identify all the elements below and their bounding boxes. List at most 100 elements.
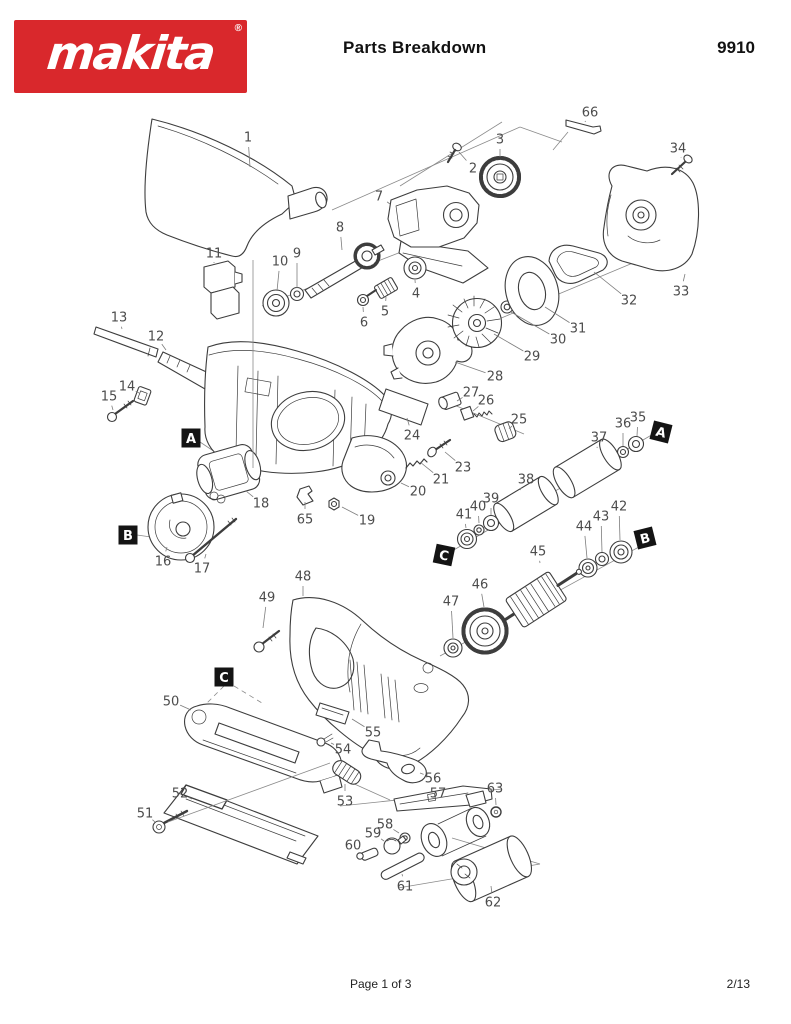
part-washer-9	[289, 286, 305, 302]
leader-line-54	[330, 742, 335, 745]
leader-line-25	[508, 425, 513, 430]
part-number-label-7: 7	[375, 190, 383, 205]
part-roller-62	[450, 835, 533, 903]
part-bearing-44	[578, 558, 598, 578]
part-screw-23	[427, 438, 452, 458]
part-brush-cap-25	[494, 421, 517, 443]
leader-line-55	[351, 718, 365, 728]
part-number-label-60: 60	[345, 839, 362, 854]
part-number-label-24: 24	[404, 429, 421, 444]
leader-line-56	[419, 772, 424, 775]
part-washer-35	[627, 435, 645, 453]
part-number-label-2: 2	[469, 162, 477, 177]
leader-line-13	[121, 326, 123, 330]
part-number-label-48: 48	[295, 570, 312, 585]
part-number-label-36: 36	[615, 417, 632, 432]
leader-line-41	[465, 523, 467, 529]
part-sheet-52	[163, 784, 319, 865]
part-number-label-29: 29	[524, 350, 541, 365]
part-baffle-31	[504, 256, 560, 326]
part-bearing-41	[456, 528, 478, 550]
leader-line-31	[544, 306, 570, 323]
assembly-marker-B: B	[118, 525, 138, 545]
part-rod-61	[380, 852, 425, 880]
leader-line-7	[386, 201, 391, 205]
svg-text:C: C	[438, 548, 450, 565]
leader-line-43	[600, 525, 603, 553]
part-number-label-14: 14	[119, 380, 136, 395]
leader-line-50	[179, 704, 192, 711]
part-number-label-34: 34	[670, 142, 687, 157]
part-number-label-43: 43	[593, 510, 610, 525]
part-number-label-23: 23	[455, 461, 472, 476]
part-strain-relief-14	[133, 386, 152, 406]
assembly-marker-C: C	[432, 543, 456, 567]
part-number-label-65: 65	[297, 513, 314, 528]
part-number-label-45: 45	[530, 545, 547, 560]
part-number-label-5: 5	[381, 305, 389, 320]
part-number-label-41: 41	[456, 508, 473, 523]
part-gear-3	[478, 155, 522, 199]
part-number-label-10: 10	[272, 255, 289, 270]
assembly-marker-A: A	[181, 428, 201, 448]
part-bar-66	[565, 119, 602, 135]
leader-line-47	[451, 610, 454, 639]
leader-line-58	[393, 829, 400, 834]
part-number-label-28: 28	[487, 370, 504, 385]
leader-line-62	[490, 885, 493, 893]
part-belt-32	[548, 244, 608, 284]
part-number-label-47: 47	[443, 595, 460, 610]
part-number-label-49: 49	[259, 591, 276, 606]
part-screw-54	[316, 733, 334, 747]
leader-line-20	[400, 482, 410, 488]
part-bearing-4	[403, 256, 427, 280]
part-number-label-54: 54	[335, 743, 352, 758]
part-number-label-25: 25	[511, 413, 528, 428]
part-number-label-6: 6	[360, 316, 368, 331]
part-plate-55	[315, 702, 350, 725]
part-base-50	[184, 703, 343, 794]
leader-line-29	[493, 333, 524, 352]
parts-artwork	[93, 118, 700, 903]
leader-line-1	[248, 146, 251, 168]
part-brush-spring-26	[460, 405, 493, 421]
part-number-label-35: 35	[630, 411, 647, 426]
leader-line-8	[340, 236, 343, 251]
part-number-label-56: 56	[425, 772, 442, 787]
part-shaft-gear-8	[304, 242, 385, 299]
svg-text:B: B	[123, 529, 133, 544]
assembly-marker-B: B	[633, 526, 657, 550]
part-clip-63	[490, 806, 502, 818]
part-number-label-59: 59	[365, 827, 382, 842]
part-bearing-10	[262, 289, 290, 317]
part-bolt-17	[184, 517, 238, 564]
leader-line-10	[276, 270, 280, 292]
makita-logo: makita ®	[14, 20, 247, 93]
leader-line-38	[519, 487, 522, 491]
part-number-label-3: 3	[496, 133, 504, 148]
part-dust-bag	[144, 118, 328, 258]
leader-line-42	[618, 515, 621, 541]
sheet-number: 2/13	[726, 977, 750, 991]
leader-line-33	[682, 273, 686, 282]
part-washer-39	[482, 514, 500, 532]
part-field-cylinder-37	[552, 438, 622, 499]
leader-line-17	[204, 553, 207, 559]
part-housing-cover-20	[341, 435, 408, 493]
part-number-label-12: 12	[148, 330, 165, 345]
part-number-label-62: 62	[485, 896, 502, 911]
makita-logo-background	[14, 20, 247, 93]
part-number-label-9: 9	[293, 247, 301, 262]
leader-line-19	[341, 506, 359, 516]
leader-line-44	[584, 535, 588, 559]
part-number-label-57: 57	[430, 787, 447, 802]
part-number-label-27: 27	[463, 386, 480, 401]
leader-line-18	[245, 490, 254, 498]
leader-line-23	[444, 451, 456, 461]
leader-line-28	[454, 361, 486, 374]
part-spring-53	[332, 760, 362, 785]
part-number-label-46: 46	[472, 578, 489, 593]
